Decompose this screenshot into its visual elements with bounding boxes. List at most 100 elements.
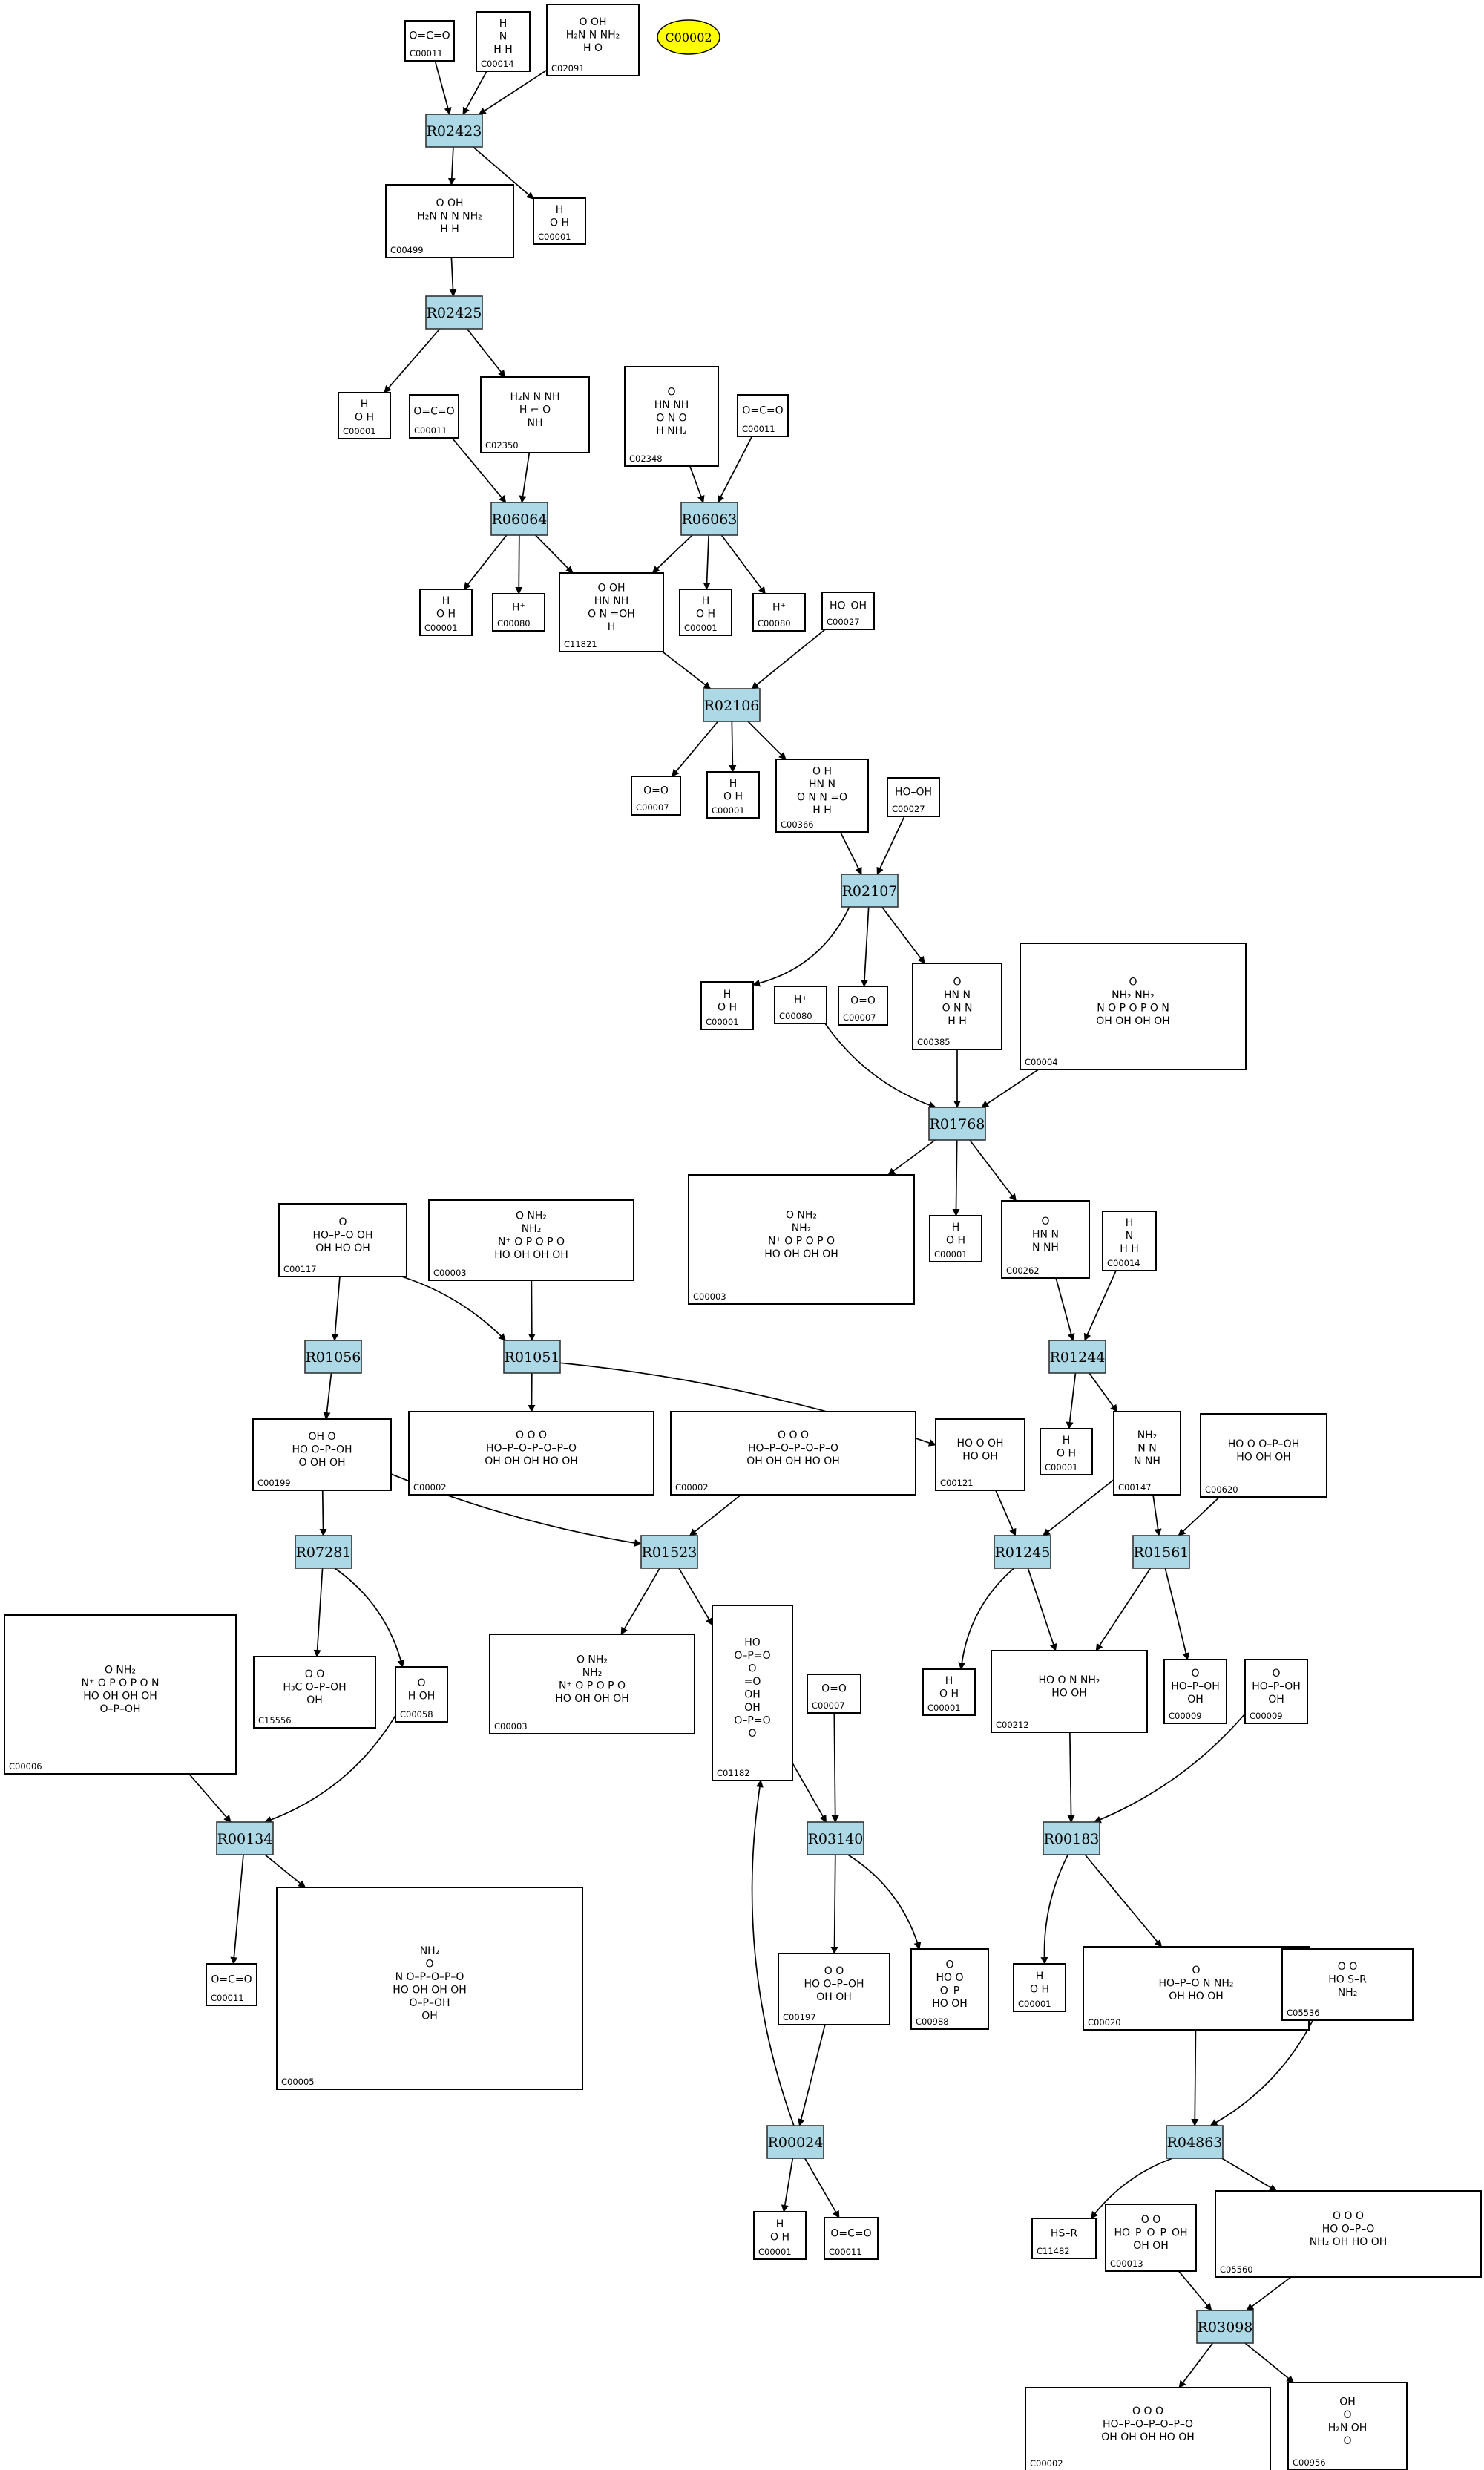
reaction-box bbox=[1048, 1340, 1106, 1374]
molecule-glyph: O=O bbox=[850, 995, 876, 1007]
reaction-R01523[interactable]: R01523 bbox=[640, 1535, 698, 1569]
molecule-glyph: H bbox=[723, 989, 732, 1000]
reaction-R03098[interactable]: R03098 bbox=[1196, 2310, 1254, 2344]
reaction-R01768[interactable]: R01768 bbox=[928, 1107, 986, 1141]
compound-box bbox=[752, 593, 806, 632]
molecule-glyph: O OH bbox=[436, 197, 463, 209]
reaction-R07281[interactable]: R07281 bbox=[295, 1535, 352, 1569]
reaction-R01056[interactable]: R01056 bbox=[304, 1340, 362, 1374]
molecule-glyph: H H bbox=[948, 1015, 967, 1027]
reaction-R03140[interactable]: R03140 bbox=[807, 1821, 864, 1855]
molecule-glyph: H O bbox=[583, 42, 603, 54]
compound-id-label: C00001 bbox=[934, 1249, 968, 1259]
reaction-R01051[interactable]: R01051 bbox=[503, 1340, 561, 1374]
reaction-R02423[interactable]: R02423 bbox=[425, 114, 483, 148]
reaction-R06064[interactable]: R06064 bbox=[490, 502, 548, 536]
reaction-R01561[interactable]: R01561 bbox=[1132, 1535, 1190, 1569]
highlight-node[interactable]: C00002 bbox=[657, 19, 720, 55]
reaction-R00134[interactable]: R00134 bbox=[216, 1821, 274, 1855]
reaction-R00183[interactable]: R00183 bbox=[1043, 1821, 1100, 1855]
reaction-R02106[interactable]: R02106 bbox=[703, 688, 761, 722]
reaction-R01245[interactable]: R01245 bbox=[994, 1535, 1051, 1569]
reaction-label: R01245 bbox=[995, 1544, 1051, 1561]
molecule-glyph: O bbox=[748, 1662, 756, 1674]
compound-C00005[interactable]: NH₂ ON O–P–O–P–OHO OH OH OH O–P–OH OHC00… bbox=[276, 1887, 583, 2090]
compound-C00080[interactable]: H⁺C00080 bbox=[752, 593, 806, 632]
reaction-R02425[interactable]: R02425 bbox=[425, 295, 483, 330]
edge-C00121-R01245 bbox=[995, 1490, 1017, 1536]
compound-C00080[interactable]: H⁺C00080 bbox=[774, 986, 827, 1024]
reaction-R00024[interactable]: R00024 bbox=[766, 2125, 824, 2159]
reaction-R06063[interactable]: R06063 bbox=[680, 502, 738, 536]
reaction-R02107[interactable]: R02107 bbox=[841, 874, 899, 908]
compound-box bbox=[1200, 1413, 1327, 1498]
compound-C00080[interactable]: H⁺C00080 bbox=[492, 593, 545, 632]
molecule-glyph: HN N bbox=[809, 779, 835, 790]
reaction-R01244[interactable]: R01244 bbox=[1048, 1340, 1106, 1374]
edge-R02107-C00007_b bbox=[861, 906, 870, 987]
molecule-glyph: O NH₂ bbox=[105, 1664, 136, 1676]
reaction-box bbox=[1166, 2125, 1224, 2159]
reaction-R04863[interactable]: R04863 bbox=[1166, 2125, 1224, 2159]
molecule-glyph: HO OH bbox=[1051, 1687, 1087, 1699]
